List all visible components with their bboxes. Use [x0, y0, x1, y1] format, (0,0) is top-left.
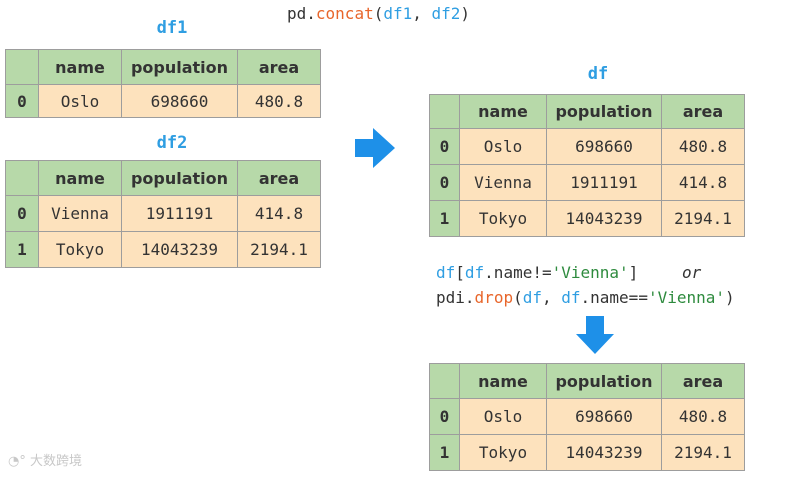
cell-population: 1911191 — [121, 195, 238, 232]
table-row: 1 Tokyo 14043239 2194.1 — [429, 200, 745, 237]
column-header: name — [459, 363, 547, 399]
filter-code: df[df.name!='Vienna'] — [436, 263, 639, 282]
cell-name: Tokyo — [459, 434, 547, 471]
df1-title: df1 — [156, 18, 188, 38]
column-header: population — [121, 160, 238, 196]
cell-population: 1911191 — [546, 164, 662, 201]
arrow-down-icon — [576, 316, 614, 354]
cell-area: 2194.1 — [661, 434, 745, 471]
df1-table: name population area 0 Oslo 698660 480.8 — [5, 49, 321, 118]
table-header-row: name population area — [5, 160, 321, 196]
row-index: 0 — [429, 164, 460, 201]
row-index: 0 — [5, 195, 39, 232]
watermark-logo-icon: ◔° — [8, 454, 26, 469]
concat-code: pd.concat(df1, df2) — [287, 4, 471, 23]
cell-population: 698660 — [546, 398, 662, 435]
cell-area: 2194.1 — [237, 231, 321, 268]
cell-area: 480.8 — [237, 84, 321, 118]
cell-area: 414.8 — [237, 195, 321, 232]
cell-population: 14043239 — [546, 200, 662, 237]
arrow-right-icon — [355, 128, 395, 168]
table-row: 0 Oslo 698660 480.8 — [429, 128, 745, 165]
df-table: name population area 0 Oslo 698660 480.8… — [429, 94, 745, 237]
cell-population: 14043239 — [121, 231, 238, 268]
row-index: 1 — [5, 231, 39, 268]
column-header: name — [38, 160, 122, 196]
column-header: population — [546, 363, 662, 399]
row-index: 1 — [429, 200, 460, 237]
table-header-row: name population area — [429, 363, 745, 399]
drop-code: pdi.drop(df, df.name=='Vienna') — [436, 288, 735, 307]
column-header: population — [546, 94, 662, 129]
column-header: area — [237, 160, 321, 196]
cell-area: 2194.1 — [661, 200, 745, 237]
index-header — [429, 94, 460, 129]
table-header-row: name population area — [429, 94, 745, 129]
column-header: name — [459, 94, 547, 129]
table-row: 0 Oslo 698660 480.8 — [429, 398, 745, 435]
cell-population: 698660 — [121, 84, 238, 118]
df2-table: name population area 0 Vienna 1911191 41… — [5, 160, 321, 268]
cell-population: 14043239 — [546, 434, 662, 471]
table-row: 0 Oslo 698660 480.8 — [5, 84, 321, 118]
cell-name: Oslo — [459, 398, 547, 435]
column-header: population — [121, 49, 238, 85]
cell-name: Vienna — [459, 164, 547, 201]
cell-name: Vienna — [38, 195, 122, 232]
cell-name: Oslo — [38, 84, 122, 118]
table-header-row: name population area — [5, 49, 321, 85]
df-title: df — [587, 64, 609, 84]
column-header: area — [237, 49, 321, 85]
row-index: 0 — [5, 84, 39, 118]
cell-name: Tokyo — [459, 200, 547, 237]
row-index: 0 — [429, 128, 460, 165]
cell-area: 480.8 — [661, 128, 745, 165]
cell-population: 698660 — [546, 128, 662, 165]
row-index: 1 — [429, 434, 460, 471]
df2-title: df2 — [156, 133, 188, 153]
table-row: 0 Vienna 1911191 414.8 — [5, 195, 321, 232]
result-table: name population area 0 Oslo 698660 480.8… — [429, 363, 745, 471]
watermark: ◔° 大数跨境 — [8, 454, 82, 469]
cell-name: Tokyo — [38, 231, 122, 268]
table-row: 1 Tokyo 14043239 2194.1 — [429, 434, 745, 471]
column-header: name — [38, 49, 122, 85]
index-header — [429, 363, 460, 399]
column-header: area — [661, 94, 745, 129]
row-index: 0 — [429, 398, 460, 435]
cell-area: 480.8 — [661, 398, 745, 435]
index-header — [5, 160, 39, 196]
table-row: 0 Vienna 1911191 414.8 — [429, 164, 745, 201]
cell-area: 414.8 — [661, 164, 745, 201]
table-row: 1 Tokyo 14043239 2194.1 — [5, 231, 321, 268]
column-header: area — [661, 363, 745, 399]
cell-name: Oslo — [459, 128, 547, 165]
index-header — [5, 49, 39, 85]
or-label: or — [682, 263, 702, 282]
